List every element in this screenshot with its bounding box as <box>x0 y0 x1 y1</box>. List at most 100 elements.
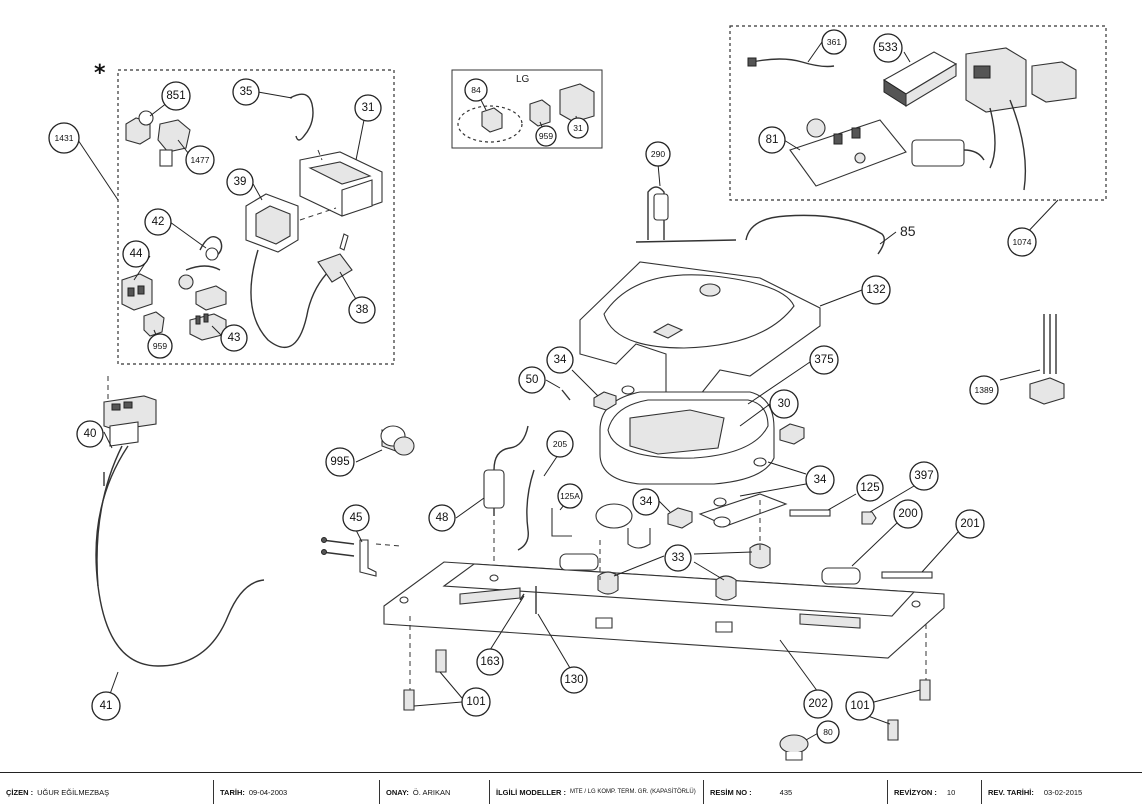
part-31-lg <box>559 83 595 123</box>
svg-text:44: 44 <box>130 248 143 260</box>
part-41-cable <box>95 445 265 667</box>
callout-34-c: 34 <box>632 488 660 516</box>
svg-text:35: 35 <box>240 86 253 98</box>
svg-text:34: 34 <box>554 354 567 366</box>
svg-text:201: 201 <box>960 518 979 530</box>
part-44-relay <box>121 273 153 311</box>
svg-text:85: 85 <box>900 223 916 239</box>
part-851 <box>125 110 154 145</box>
drawn-by-cell: ÇİZEN : UĞUR EĞİLMEZBAŞ <box>0 780 214 804</box>
part-125A-bracket <box>551 508 572 537</box>
part-200-bushing <box>821 567 861 585</box>
svg-text:40: 40 <box>84 428 97 440</box>
svg-text:42: 42 <box>152 216 165 228</box>
callout-45: 45 <box>342 504 370 532</box>
group-frame-lg <box>451 69 603 149</box>
part-mount-plate <box>698 493 788 527</box>
part-39-bracket <box>245 193 299 253</box>
callout-125A: 125A <box>557 483 583 509</box>
part-202-base <box>383 561 945 659</box>
part-959-small <box>143 311 165 337</box>
date-value: 09-04-2003 <box>248 787 288 797</box>
part-33-bushings <box>559 500 771 601</box>
revision-date-cell: REV. TARİHİ: 03-02-2015 <box>982 780 1142 804</box>
drawn-by-value: UĞUR EĞİLMEZBAŞ <box>37 787 110 797</box>
svg-text:1477: 1477 <box>191 155 210 165</box>
callout-163: 163 <box>476 648 504 676</box>
svg-text:39: 39 <box>234 176 247 188</box>
svg-text:33: 33 <box>672 552 685 564</box>
callout-851: 851 <box>161 81 191 111</box>
svg-text:200: 200 <box>898 508 917 520</box>
svg-text:851: 851 <box>166 90 185 102</box>
svg-text:1389: 1389 <box>975 385 994 395</box>
callout-959: 959 <box>147 333 173 359</box>
part-1389 <box>1029 314 1065 405</box>
svg-text:30: 30 <box>778 398 791 410</box>
part-959-lg <box>529 99 551 127</box>
models-key: İLGİLİ MODELLER : <box>496 787 566 797</box>
svg-text:130: 130 <box>564 674 583 686</box>
picture-no-value: 435 <box>779 787 793 797</box>
part-40-socket <box>103 395 157 447</box>
svg-text:45: 45 <box>350 512 363 524</box>
part-34-grommet-a <box>593 385 635 411</box>
part-control-unit <box>965 47 1077 191</box>
revision-cell: REVİZYON : 10 <box>888 780 982 804</box>
part-533-cover <box>882 51 958 107</box>
svg-text:533: 533 <box>878 42 897 54</box>
revision-date-key: REV. TARİHİ: <box>988 787 1034 797</box>
part-81-pcb <box>789 118 907 187</box>
callout-375: 375 <box>809 345 839 375</box>
svg-text:375: 375 <box>814 354 833 366</box>
part-48-capacitor <box>483 425 529 516</box>
drawn-by-key: ÇİZEN : <box>6 787 34 797</box>
part-38-plug <box>250 233 353 349</box>
callout-50: 50 <box>518 366 546 394</box>
callout-48: 48 <box>428 504 456 532</box>
svg-text:48: 48 <box>436 512 449 524</box>
callout-31: 31 <box>354 94 382 122</box>
svg-text:1074: 1074 <box>1013 237 1032 247</box>
svg-text:361: 361 <box>827 37 841 47</box>
callout-125: 125 <box>856 474 884 502</box>
svg-text:202: 202 <box>808 698 827 710</box>
svg-text:84: 84 <box>471 85 481 95</box>
callout-101-left: 101 <box>461 687 491 717</box>
svg-text:80: 80 <box>823 727 833 737</box>
callout-1074: 1074 <box>1007 227 1037 257</box>
lg-label: LG <box>516 74 530 85</box>
callout-1389: 1389 <box>969 375 999 405</box>
part-31-housing <box>299 151 383 217</box>
callout-85: 85 <box>900 223 916 239</box>
callout-205: 205 <box>546 430 574 458</box>
svg-text:81: 81 <box>766 134 779 146</box>
part-205-wire <box>517 469 535 551</box>
svg-text:1431: 1431 <box>55 133 74 143</box>
callout-361: 361 <box>821 29 847 55</box>
part-1477 <box>157 119 191 167</box>
approved-value: Ö. ARIKAN <box>412 787 451 797</box>
svg-text:125: 125 <box>860 482 879 494</box>
part-42 <box>178 236 223 290</box>
callout-202: 202 <box>803 689 833 719</box>
part-84 <box>481 107 503 133</box>
part-30-compressor <box>595 391 775 549</box>
callout-1431: 1431 <box>48 122 80 154</box>
part-34-grommet-b <box>753 423 805 467</box>
revision-key: REVİZYON : <box>894 787 937 797</box>
date-key: TARİH: <box>220 787 245 797</box>
models-value: MTE / LG KOMP. TERM. GR. (KAPASİTÖRLÜ) <box>570 789 696 795</box>
part-125-pin <box>789 509 831 517</box>
asterisk-mark: * <box>94 61 106 86</box>
svg-text:397: 397 <box>914 470 933 482</box>
part-101-screws-left <box>403 616 447 711</box>
svg-text:163: 163 <box>480 656 499 668</box>
callout-41: 41 <box>91 691 121 721</box>
approved-cell: ONAY: Ö. ARIKAN <box>380 780 490 804</box>
callout-397: 397 <box>909 461 939 491</box>
part-361-cable <box>747 57 835 68</box>
date-cell: TARİH: 09-04-2003 <box>214 780 380 804</box>
exploded-parts-diagram: * <box>48 25 1107 761</box>
callout-80: 80 <box>816 720 840 744</box>
